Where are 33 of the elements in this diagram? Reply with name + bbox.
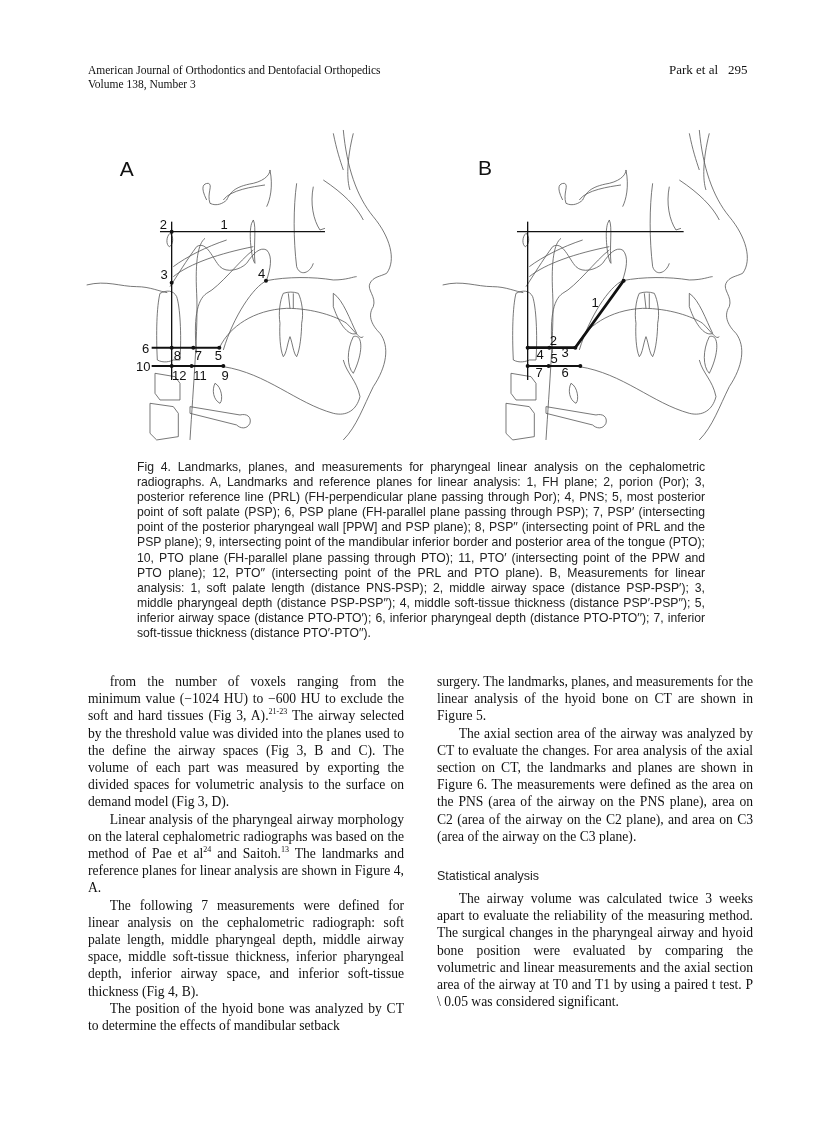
- callout-number: 4: [258, 267, 266, 281]
- callout-number: 10: [136, 360, 151, 375]
- callout-number: 8: [173, 349, 181, 363]
- running-header: Volume 138, Number 3: [88, 77, 196, 91]
- body-paragraph: The following 7 measurements were defined for linear analysis on the cephalometric radiograph: soft palate length, middle pharyngeal depth, middle airway space, middle soft-tissue thickness, inferior pharyngeal depth, inferior airway space, and inferior soft-tissue thickness (Fig 4, B).: [88, 896, 404, 1000]
- callout-number: 7: [535, 366, 543, 381]
- callout-number: 5: [214, 349, 222, 363]
- callout-number: 12: [172, 369, 187, 383]
- callout-number: 2: [549, 333, 557, 348]
- body-paragraph: from the number of voxels ranging from the minimum value (−1024 HU) to −600 HU to exclude the soft and hard tissues (Fig 3, A).$^{21-23}$ The airway selected by the threshold value was divided into the planes used to the define the airway spaces (Fig 3, B and C). The volume of each part was measured by exporting the divided spaces for volumetric analysis to the surface on demand model (Fig 3, D).: [88, 673, 404, 811]
- callout-number: 1: [220, 218, 228, 232]
- callout-number: 3: [160, 268, 168, 282]
- callout-number: 6: [561, 366, 569, 381]
- callout-number: 2: [159, 218, 167, 232]
- body-paragraph: The airway volume was calculated twice 3 weeks apart to evaluate the reliability of the measuring method. The surgical changes in the pharyngeal airway and hyoid bone position were evaluated by comparing the volumetric and linear measurements and the axial section area of the airway at T0 and T1 by using a paired t test. P \ 0.05 was considered significant.: [437, 890, 753, 1011]
- running-header: American Journal of Orthodontics and Dentofacial Orthopedics: [88, 63, 381, 77]
- callout-number: 11: [193, 369, 207, 383]
- callout-number: 7: [194, 349, 202, 363]
- page-header-text: 295: [728, 63, 748, 77]
- panel-letter: A: [119, 158, 134, 181]
- callout-number: 4: [536, 348, 544, 362]
- panel-letter: B: [478, 157, 492, 180]
- section-heading: Statistical analysis: [437, 868, 541, 885]
- body-paragraph: surgery. The landmarks, planes, and measurements for the linear analysis of the hyoid bone on CT are shown in Figure 5.: [437, 673, 753, 725]
- callout-number: 1: [591, 296, 599, 311]
- body-paragraph: Linear analysis of the pharyngeal airway morphology on the lateral cephalometric radiographs was based on the method of Pae et al$^{24}$ and Saitoh.$^{13}$ The landmarks and reference planes for linear analysis are shown in Figure 4, A.: [88, 810, 404, 897]
- page-header-text: Park et al: [669, 63, 719, 77]
- callout-number: 9: [221, 369, 229, 383]
- callout-number: 6: [142, 342, 150, 357]
- callout-number: 5: [550, 352, 558, 367]
- body-paragraph: The position of the hyoid bone was analyzed by CT to determine the effects of mandibular setback: [88, 999, 404, 1035]
- body-paragraph: The axial section area of the airway was analyzed by CT to evaluate the changes. For area analysis of the axial section on CT, the landmarks and planes are shown in Figure 6. The measurements were defined as the area on the PNS (area of the airway on the PNS plane), area on C2 (area of the airway on the C2 plane), and area on C3 (area of the airway on the C3 plane).: [437, 724, 753, 846]
- figure-caption: Fig 4. Landmarks, planes, and measurements for pharyngeal linear analysis on the cephalometric radiographs. A, Landmarks and reference planes for linear analysis: 1, FH plane; 2, porion (Por); 3, posterior reference line (PRL) (FH-perpendicular plane passing through Por); 4, PNS; 5, most posterior point of soft palate (PSP); 6, PSP plane (FH-parallel plane passing through PSP); 7, PSP′ (intersecting point of the posterior pharyngeal wall [PPW] and PSP plane); 8, PSP′′ (intersecting point of PRL and the PSP plane); 9, intersecting point of the mandibular inferior border and posterior area of the tongue (PTO); 10, PTO plane (FH-parallel plane passing through PTO); 11, PTO′ (intersecting point of the PPW and PTO plane); 12, PTO′′ (intersecting point of the PRL and PTO plane). B, Measurements for linear analysis: 1, soft palate length (distance PNS-PSP); 2, middle airway space (distance PSP-PSP′); 3, middle pharyngeal depth (distance PSP-PSP′′); 4, middle soft-tissue thickness (distance PSP′-PSP′′); 5, inferior airway space (distance PTO-PTO′); 6, inferior pharyngeal depth (distance PTO-PTO′′); 7, inferior soft-tissue thickness (distance PTO′-PTO′′).: [137, 460, 705, 642]
